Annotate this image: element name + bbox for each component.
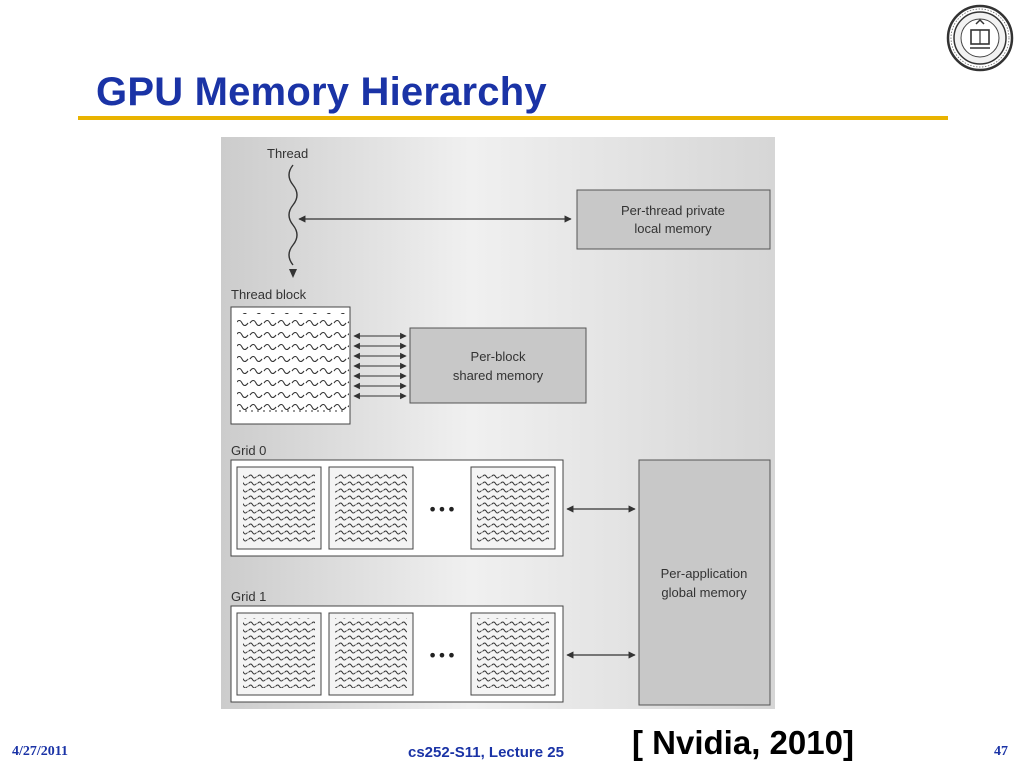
memory-hierarchy-diagram: Thread Per-thread private local memory T… — [221, 137, 775, 709]
grid1-ellipsis: ••• — [428, 646, 456, 665]
thread-down-arrow — [289, 269, 297, 278]
thread-label: Thread — [267, 146, 308, 161]
global-memory-label-line-2: global memory — [661, 585, 747, 600]
private-memory-label-line-2: local memory — [634, 221, 712, 236]
grid0-ellipsis: ••• — [428, 500, 456, 519]
university-seal-icon — [946, 4, 1014, 72]
shared-memory-arrows — [353, 332, 407, 400]
shared-memory-label-line-1: Per-block — [471, 349, 526, 364]
footer-citation: [ Nvidia, 2010] — [632, 724, 854, 761]
grid1-label: Grid 1 — [231, 589, 266, 604]
shared-memory-label-line-2: shared memory — [453, 368, 544, 383]
private-memory-box — [576, 189, 771, 250]
footer-course: cs252-S11, Lecture 25 — [408, 744, 564, 761]
grid0 — [230, 459, 564, 557]
slide-title: GPU Memory Hierarchy — [96, 70, 547, 114]
global-memory-box — [638, 459, 771, 706]
thread-squiggle — [288, 164, 298, 266]
thread-block-label: Thread block — [231, 287, 307, 302]
global-memory-label-line-1: Per-application — [661, 566, 748, 581]
footer-date: 4/27/2011 — [12, 744, 69, 759]
footer-page-number: 47 — [994, 744, 1008, 759]
shared-memory-box — [409, 327, 587, 404]
grid1 — [230, 605, 564, 703]
grid0-label: Grid 0 — [231, 443, 266, 458]
private-memory-label-line-1: Per-thread private — [621, 203, 725, 218]
title-rule — [78, 116, 948, 120]
thread-block-threads — [237, 313, 349, 413]
